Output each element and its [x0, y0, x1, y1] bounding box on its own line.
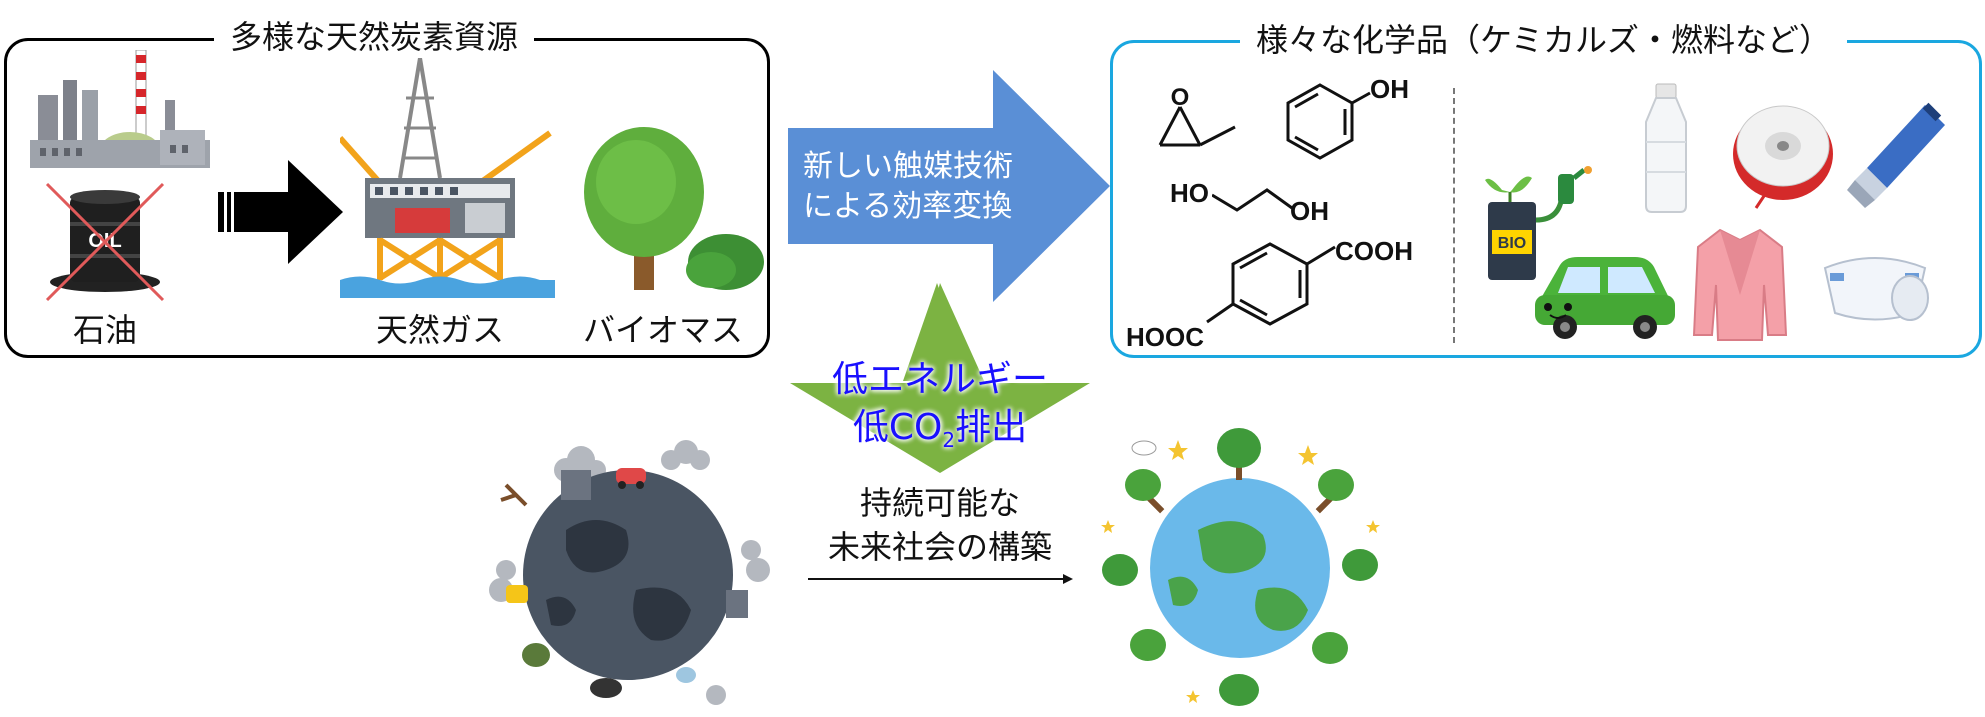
glue-tube-icon [1847, 102, 1945, 208]
svg-text:O: O [1171, 85, 1190, 111]
right-panel-title: 様々な化学品（ケミカルズ・燃料など） [1240, 20, 1848, 60]
biomass-tree-icon [584, 127, 764, 290]
glycol-oh-label: OH [1290, 196, 1329, 226]
black-arrow-icon [218, 160, 343, 264]
sustainable-line1: 持続可能な [859, 484, 1020, 522]
conversion-arrow [788, 70, 1110, 302]
green-arrow [790, 283, 1090, 473]
bio-label: BIO [1498, 235, 1526, 252]
phenol-structure-icon [1286, 83, 1371, 160]
left-panel-title: 多様な天然炭素資源 [214, 17, 535, 57]
phenol-oh-label: OH [1370, 74, 1409, 104]
low-energy-text: 低エネルギー [831, 359, 1048, 400]
future-arrow-icon [808, 574, 1073, 584]
hooc-label: HOOC [1126, 322, 1204, 352]
sustainable-line2: 未来社会の構築 [827, 528, 1052, 566]
low-co2-subscript: 2 [942, 428, 956, 453]
label-biomass: バイオマス [582, 311, 743, 349]
low-co2-text: 低CO2排出 [820, 398, 1060, 452]
conversion-text-line1: 新しい触媒技術 [803, 149, 1013, 184]
ethylene-glycol-structure-icon [1212, 188, 1293, 212]
green-earth-icon [1101, 428, 1380, 706]
low-co2-prefix: 低CO [852, 407, 943, 448]
factory-icon [30, 50, 210, 168]
bio-fuel-pump-icon: BIO [1485, 166, 1592, 280]
jacket-icon [1692, 228, 1788, 341]
terephthalic-acid-structure-icon [1206, 242, 1336, 326]
plastic-bottle-icon [1645, 83, 1687, 213]
low-co2-suffix: 排出 [955, 407, 1028, 448]
green-car-icon [1535, 257, 1675, 339]
label-oil: 石油 [72, 311, 137, 349]
gas-platform-icon [340, 58, 555, 298]
glycol-ho-label: HO [1170, 178, 1209, 208]
label-natural-gas: 天然ガス [375, 311, 504, 349]
cooh-label: COOH [1335, 236, 1413, 266]
epoxide-structure-icon: O [1158, 85, 1236, 147]
conversion-text-line2: による効率変換 [803, 189, 1013, 224]
polluted-earth-icon [489, 440, 770, 705]
thread-spool-icon [1733, 105, 1833, 209]
panel-divider [1453, 88, 1455, 343]
diaper-icon [1823, 257, 1929, 321]
oil-barrel-icon: OIL [45, 182, 165, 302]
